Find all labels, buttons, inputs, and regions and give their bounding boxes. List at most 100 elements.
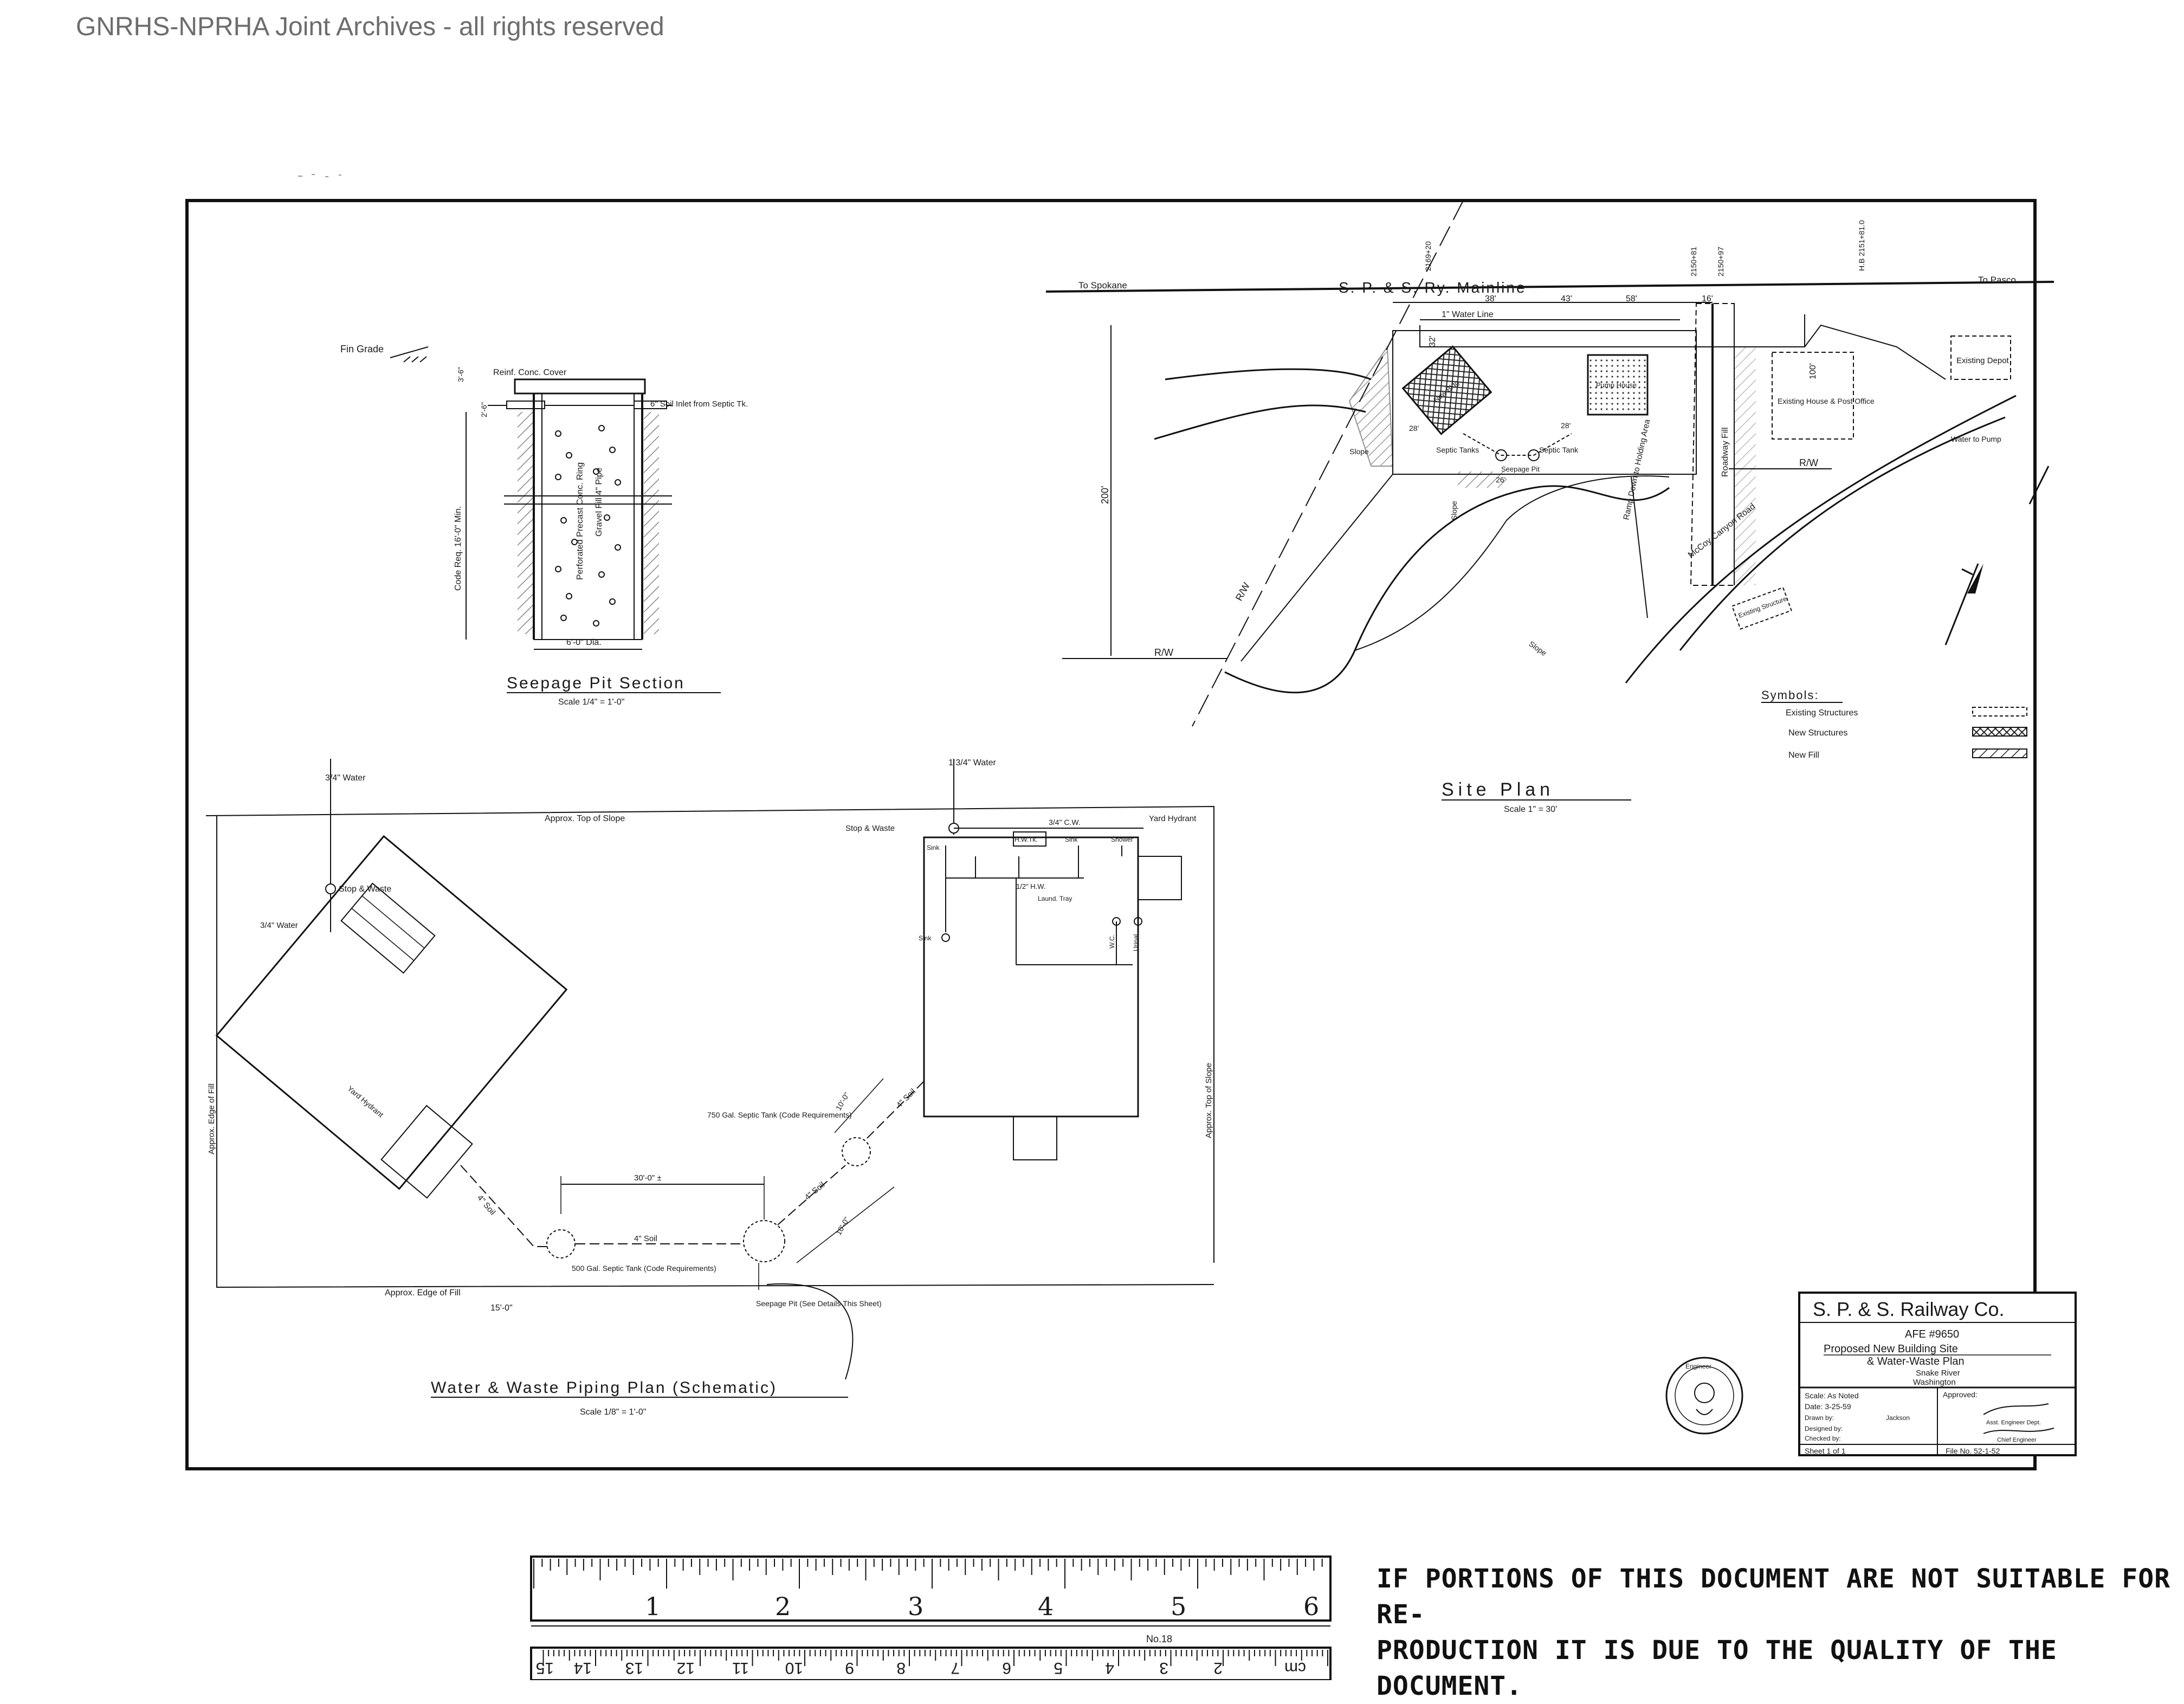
septic-tank-500	[546, 1229, 576, 1258]
cm-12: 12	[677, 1659, 695, 1677]
ruler-brand: No.18	[1146, 1634, 1172, 1644]
symbol-existing: Existing Structures	[1786, 708, 1858, 718]
ruler: 1 2 3 4 5 6 No.18 cm 2 3 4 5 6 7 8 9 10 …	[530, 1555, 1332, 1680]
station-1: 2169+20	[1424, 241, 1432, 271]
inlet-label: 6" Soil Inlet from Septic Tk.	[650, 399, 748, 409]
cm-9: 9	[845, 1659, 854, 1677]
depth-label: Code Req. 16'-0" Min.	[454, 506, 463, 591]
dim-100: 100'	[1808, 363, 1818, 379]
water-top-left: 3/4" Water	[325, 773, 366, 783]
location-2: Washington	[1913, 1378, 1956, 1387]
tb-sig-1: Asst. Engineer Dept.	[1986, 1419, 2041, 1426]
inch-2: 2	[775, 1592, 791, 1621]
tb-date: Date: 3-25-59	[1805, 1402, 1851, 1411]
piping-plan: Approx. Top of Slope Approx. Edge of Fil…	[205, 758, 1214, 1417]
sink-label-2: Sink	[927, 844, 940, 851]
cm-10: 10	[785, 1659, 803, 1677]
top-dim: 3'-6"	[456, 367, 465, 382]
rw-label-bottom: R/W	[1154, 647, 1173, 658]
tb-drawn-name: Jackson	[1886, 1414, 1910, 1422]
water-line-label: 1" Water Line	[1442, 310, 1494, 319]
slope-label-3: Slope	[1527, 639, 1548, 657]
perforations	[555, 425, 621, 627]
urinal-label: Urinal	[1132, 934, 1140, 951]
symbol-fill: New Fill	[1788, 751, 1819, 760]
drawing-border	[185, 199, 2037, 1470]
fill-label: Gravel Fill 4" Pipe	[595, 467, 604, 537]
rw-label-diag: R/W	[1233, 581, 1252, 603]
new-building-plan	[215, 835, 568, 1190]
dim-58: 58'	[1626, 294, 1637, 304]
hw-label: 1/2" H.W.	[1016, 882, 1045, 890]
sink-label-3: Sink	[919, 934, 932, 942]
dim-38: 38'	[1485, 294, 1496, 304]
septic-750-label: 750 Gal. Septic Tank (Code Requirements)	[707, 1111, 852, 1119]
dim-16: 16'	[1702, 294, 1713, 304]
station-3: 2150+97	[1716, 247, 1725, 276]
dim-28a: 28'	[1409, 424, 1419, 433]
mccoy-canyon-road	[1679, 416, 2006, 651]
mid-dim: 2'-6"	[480, 402, 488, 417]
existing-depot-label: Existing Depot	[1956, 356, 2009, 365]
approx-edge-fill-left: Approx. Edge of Fill	[207, 1083, 216, 1154]
existing-structure-label: Existing Structure	[1737, 595, 1788, 619]
slope-label-1: Slope	[1349, 447, 1369, 456]
cover-label: Reinf. Conc. Cover	[493, 368, 567, 377]
tb-designed: Designed by:	[1805, 1425, 1843, 1432]
roadway-fill-label: Roadway Fill	[1721, 427, 1730, 477]
cm-label: cm	[1284, 1659, 1306, 1677]
notice-line-1: IF PORTIONS OF THIS DOCUMENT ARE NOT SUI…	[1377, 1564, 2171, 1630]
septic-tanks-label: Septic Tanks	[1436, 446, 1479, 454]
yard-hydrant-left: Yard Hydrant	[346, 1084, 385, 1119]
approx-top-right: Approx. Top of Slope	[1204, 1063, 1213, 1138]
pump-house	[1587, 354, 1649, 416]
drawing-title-1: Proposed New Building Site	[1824, 1343, 1958, 1355]
cm-2: 2	[1213, 1659, 1223, 1677]
afe-number: AFE #9650	[1905, 1328, 1959, 1340]
dia-label: 6'-0" Dia.	[566, 638, 602, 647]
cm-8: 8	[896, 1659, 906, 1677]
yard-hydrant-right: Yard Hydrant	[1149, 814, 1197, 823]
cw-label: 3/4" C.W.	[1049, 818, 1081, 827]
septic-tank-label: Septic Tank	[1539, 446, 1579, 454]
wall-label: Perforated Precast Conc. Ring	[576, 462, 585, 580]
location-1: Snake River	[1916, 1369, 1960, 1378]
cm-11: 11	[732, 1659, 749, 1677]
inch-4: 4	[1038, 1592, 1054, 1621]
pit-cover	[514, 378, 646, 395]
sink-label: Sink	[1065, 836, 1078, 843]
wc-label: W.C.	[1108, 934, 1116, 948]
water-top-right: 1 3/4" Water	[948, 758, 996, 767]
cm-7: 7	[951, 1659, 960, 1677]
septic-tank-750	[842, 1137, 871, 1166]
pump-house-label: Pump House	[1596, 381, 1637, 389]
slope-label-2: Slope	[1450, 501, 1458, 520]
dim-10b: 10'-0"	[834, 1216, 851, 1237]
dim-32: 32'	[1428, 335, 1437, 347]
mainline-track	[1045, 281, 2054, 293]
inch-5: 5	[1171, 1592, 1186, 1621]
seepage-pit-section: Fin Grade Reinf. Conc. Cover 6" Soil Inl…	[340, 344, 748, 707]
seal-text: Engineer	[1685, 1363, 1711, 1370]
seepage-pit-plan-label: Seepage Pit (See Details This Sheet)	[756, 1299, 882, 1308]
station-4: H.B 2151+81.0	[1857, 220, 1866, 271]
site-plan-title: Site Plan	[1442, 779, 1554, 800]
dim-15: 15'-0"	[490, 1303, 513, 1313]
tb-checked: Checked by:	[1805, 1435, 1841, 1442]
symbols-title: Symbols:	[1761, 688, 1819, 702]
tb-sig-2: Chief Engineer	[1997, 1437, 2037, 1443]
mainline-label: S. P. & S. Ry. Mainline	[1339, 279, 1527, 296]
tb-sheet: Sheet 1 of 1	[1805, 1447, 1846, 1455]
archive-watermark: GNRHS-NPRHA Joint Archives - all rights …	[76, 12, 664, 41]
inch-6: 6	[1303, 1592, 1319, 1621]
cm-14: 14	[574, 1659, 592, 1677]
dim-30: 30'-0" ±	[634, 1173, 662, 1183]
fin-grade-label: Fin Grade	[340, 344, 384, 354]
shower-label: Shower	[1111, 836, 1133, 843]
seepage-pit-site-label: Seepage Pit	[1501, 465, 1540, 473]
soil-2: 4" Soil	[634, 1234, 657, 1243]
approx-top-label: Approx. Top of Slope	[545, 814, 625, 823]
existing-house	[1772, 352, 1854, 440]
soil-1: 4" Soil	[475, 1193, 497, 1217]
